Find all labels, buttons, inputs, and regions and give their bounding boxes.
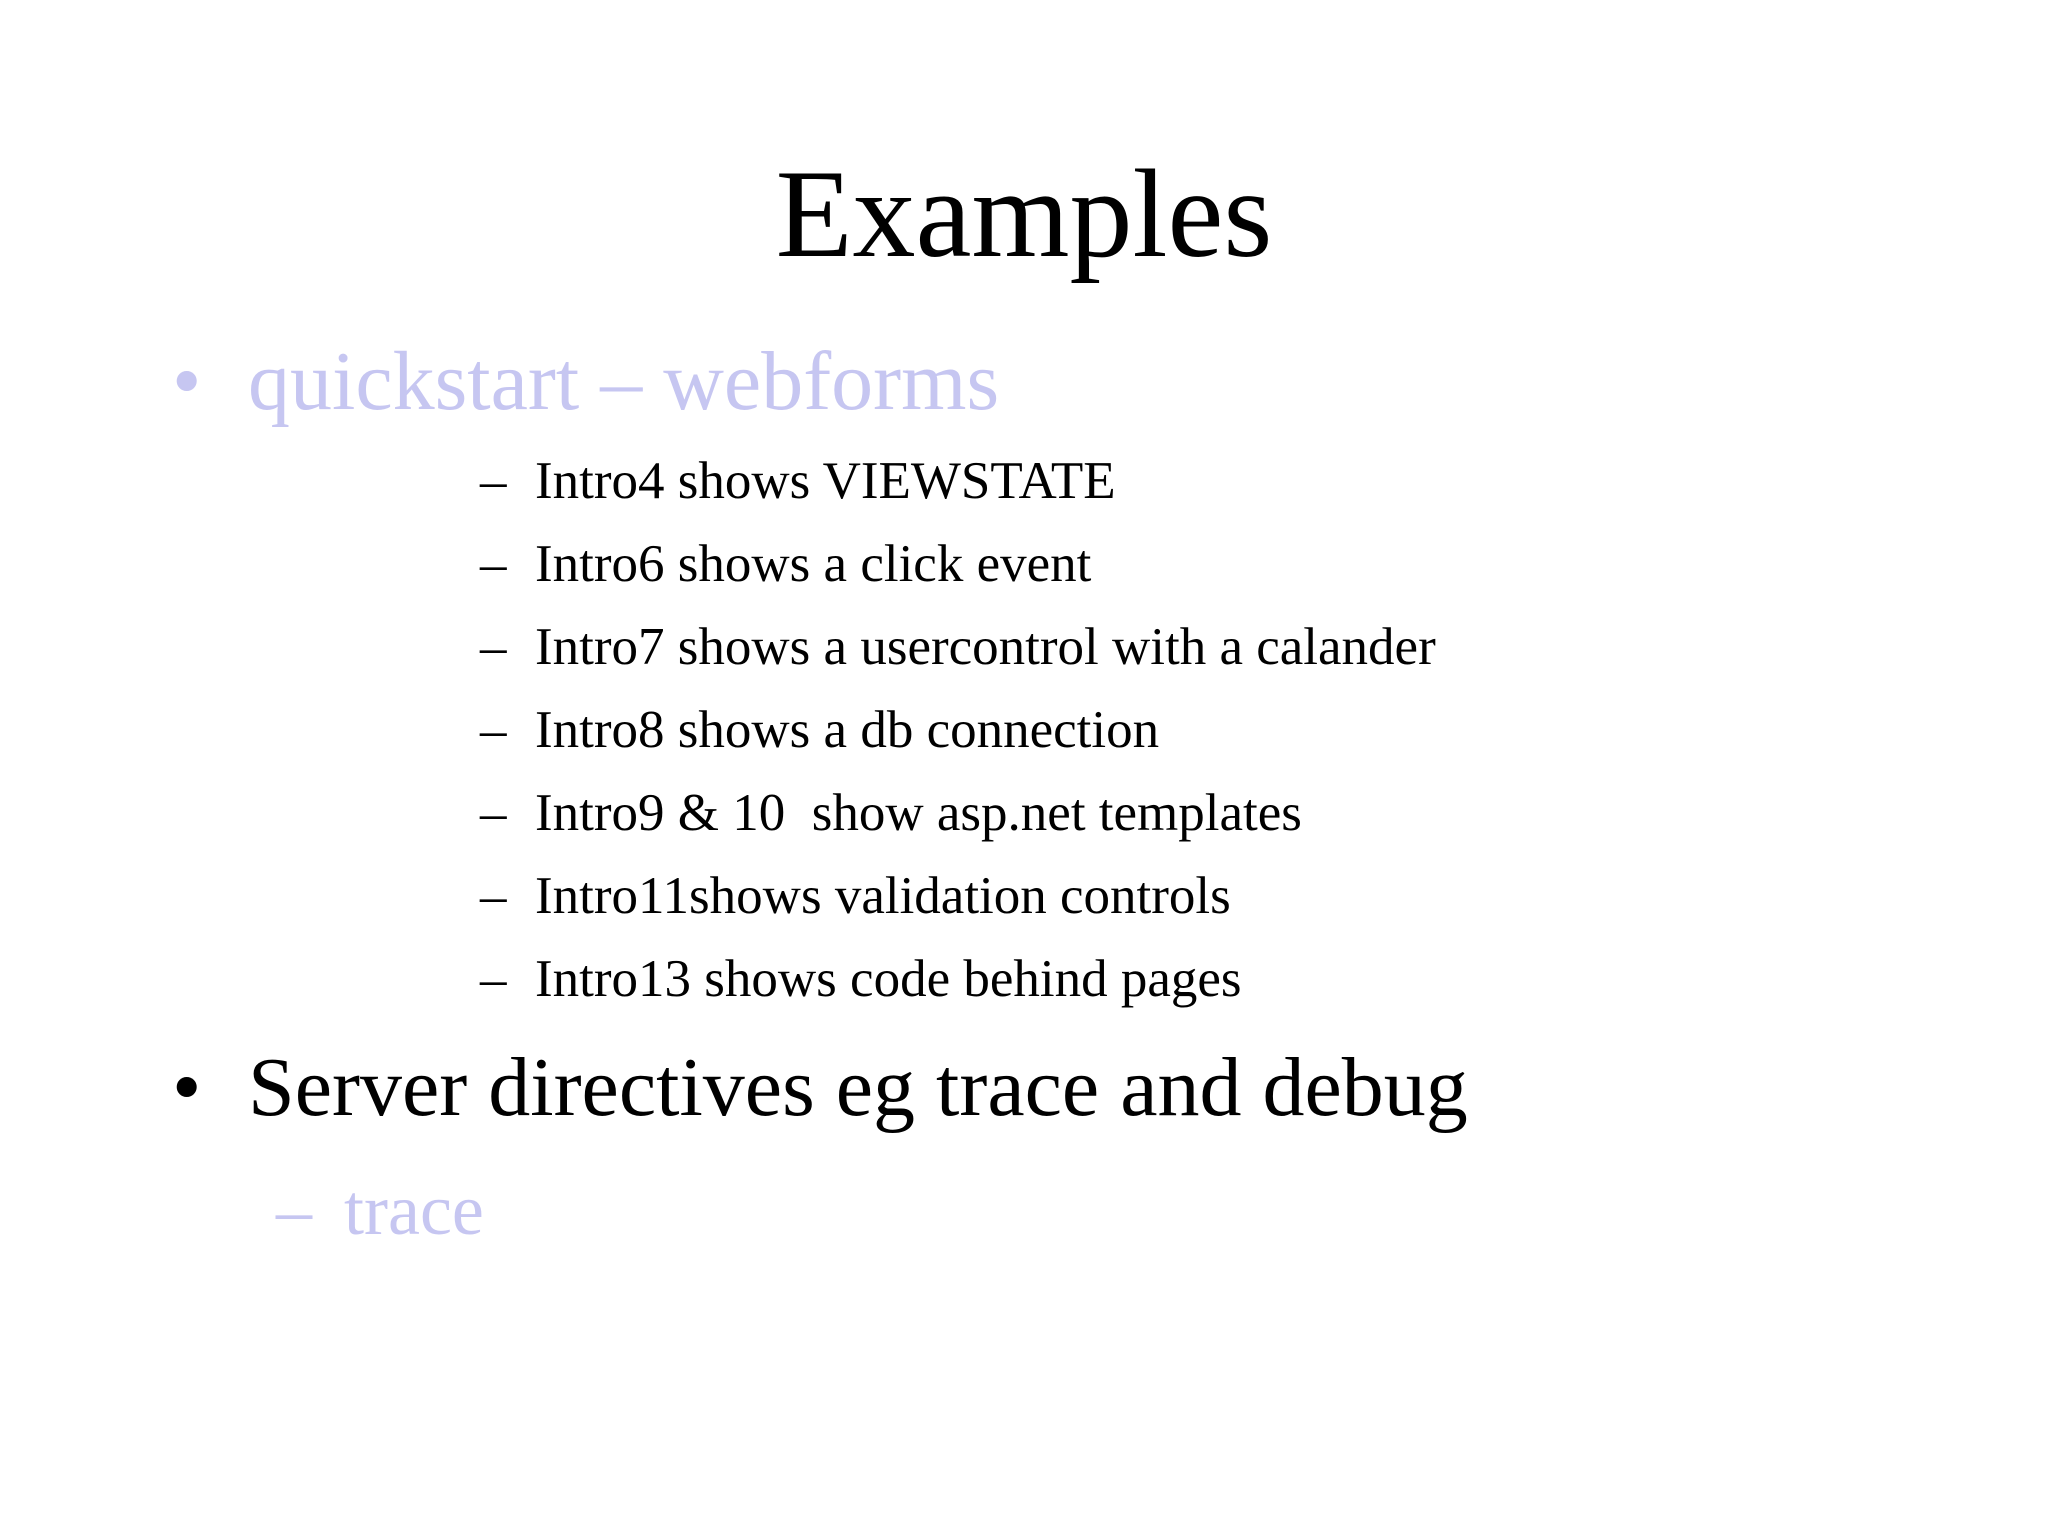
bullet-dot-icon: • bbox=[172, 1041, 202, 1134]
dash-icon: – bbox=[480, 867, 507, 925]
list-item-text: Intro9 & 10 show asp.net templates bbox=[535, 784, 1302, 842]
bullet-dot-icon: • bbox=[172, 335, 202, 428]
list-item-text: Intro11shows validation controls bbox=[535, 867, 1231, 925]
list-item-text: Intro7 shows a usercontrol with a caland… bbox=[535, 618, 1436, 676]
bullet-text: quickstart – webforms bbox=[248, 335, 1000, 428]
dash-icon: – bbox=[480, 784, 507, 842]
dash-icon: – bbox=[480, 618, 507, 676]
list-item-text: Intro8 shows a db connection bbox=[535, 701, 1160, 759]
dash-icon: – bbox=[480, 452, 507, 510]
dash-icon: – bbox=[480, 535, 507, 593]
bullet-text: Server directives eg trace and debug bbox=[248, 1041, 1468, 1134]
dash-icon: – bbox=[276, 1170, 312, 1250]
dash-icon: – bbox=[480, 701, 507, 759]
list-item-text: trace bbox=[344, 1170, 484, 1250]
dash-icon: – bbox=[480, 950, 507, 1008]
list-item-text: Intro13 shows code behind pages bbox=[535, 950, 1242, 1008]
list-item-text: Intro6 shows a click event bbox=[535, 535, 1092, 593]
slide-title: Examples bbox=[775, 145, 1273, 284]
list-item-text: Intro4 shows VIEWSTATE bbox=[535, 452, 1116, 510]
